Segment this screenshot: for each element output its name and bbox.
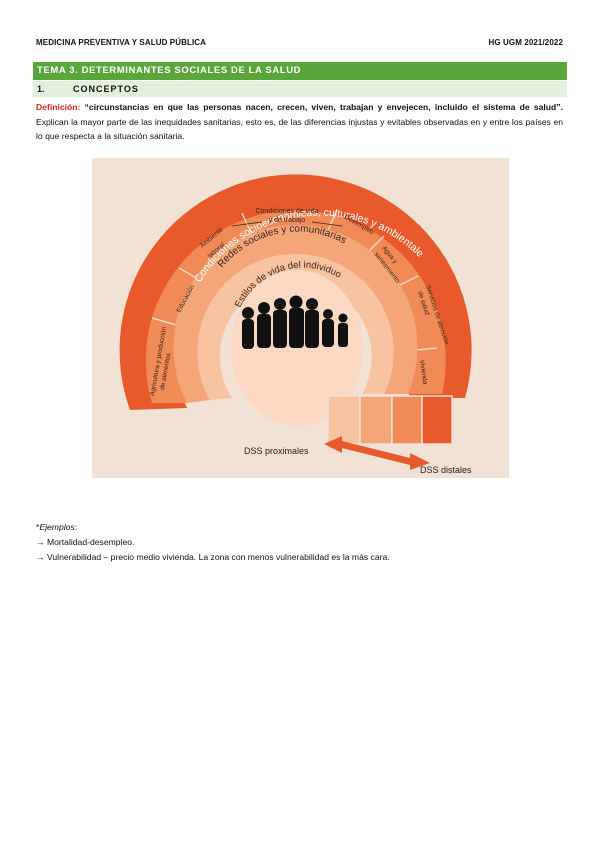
examples-block: *Ejemplos: → Mortalidad-desempleo. → Vul…: [36, 520, 390, 565]
header-group-year: HG UGM 2021/2022: [488, 38, 563, 47]
band-lifestyles: [197, 254, 394, 400]
definition-text: Explican la mayor parte de las inequidad…: [36, 116, 563, 142]
topic-title: TEMA 3. DETERMINANTES SOCIALES DE LA SAL…: [33, 62, 567, 80]
living-conditions-label-2: y de trabajo: [269, 217, 306, 224]
distal-label: DSS distales: [420, 465, 472, 475]
living-conditions-label: Condiciones de vida: [255, 208, 318, 215]
band-social-networks: [173, 225, 418, 403]
section-number: 1.: [37, 84, 45, 94]
definition-label: Definición:: [36, 102, 81, 112]
definition-paragraph: Definición: “circunstancias en que las p…: [36, 100, 563, 144]
examples-heading: *Ejemplos:: [36, 522, 78, 532]
header-course-title: MEDICINA PREVENTIVA Y SALUD PÚBLICA: [36, 38, 207, 47]
determinants-diagram-svg: Condiciones socioeconómicas, culturales …: [92, 158, 509, 478]
definition-quote: “circunstancias en que las personas nace…: [80, 102, 563, 112]
people-silhouette-icon: [242, 295, 348, 349]
band-living-conditions: [145, 210, 446, 403]
example-item-1: → Mortalidad-desempleo.: [36, 537, 135, 547]
determinants-diagram: Condiciones socioeconómicas, culturales …: [92, 158, 509, 478]
band-socioeconomic: [119, 174, 472, 410]
proximal-distal-arrow-icon: [324, 436, 430, 470]
gradient-boxes: [327, 395, 453, 445]
proximal-label: DSS proximales: [244, 446, 309, 456]
living-conditions-arrows: [231, 221, 343, 227]
example-item-2: → Vulnerabilidad – precio medio vivienda…: [36, 552, 390, 562]
sector-housing: Vivienda: [418, 359, 428, 385]
section-title: CONCEPTOS: [73, 84, 139, 94]
section-heading: 1. CONCEPTOS: [33, 81, 567, 97]
